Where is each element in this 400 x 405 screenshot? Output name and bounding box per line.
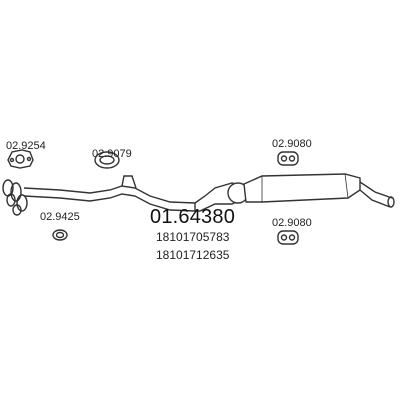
label-ring-mid: 02.9079: [92, 148, 132, 160]
main-part-number: 01.64380: [150, 206, 236, 228]
front-flange-icon: [2, 179, 28, 216]
rubber-hanger-icon: [277, 230, 299, 245]
rear-muffler: [243, 173, 361, 203]
tail-pipe: [359, 181, 395, 208]
label-clamp-left: 02.9254: [6, 140, 46, 152]
flange-clamp-icon: [7, 149, 34, 169]
pipe-joint: [194, 182, 249, 212]
gasket-ring-icon: [52, 229, 68, 241]
oem-number: 18101705783: [156, 230, 230, 244]
label-gasket-front: 02.9425: [40, 211, 80, 223]
label-hanger-top: 02.9080: [272, 138, 312, 150]
label-hanger-bottom: 02.9080: [272, 217, 312, 229]
front-pipe: [23, 175, 196, 212]
rubber-ring-icon: [94, 151, 120, 169]
oem-number: 18101712635: [156, 248, 230, 262]
rubber-hanger-icon: [277, 151, 299, 166]
